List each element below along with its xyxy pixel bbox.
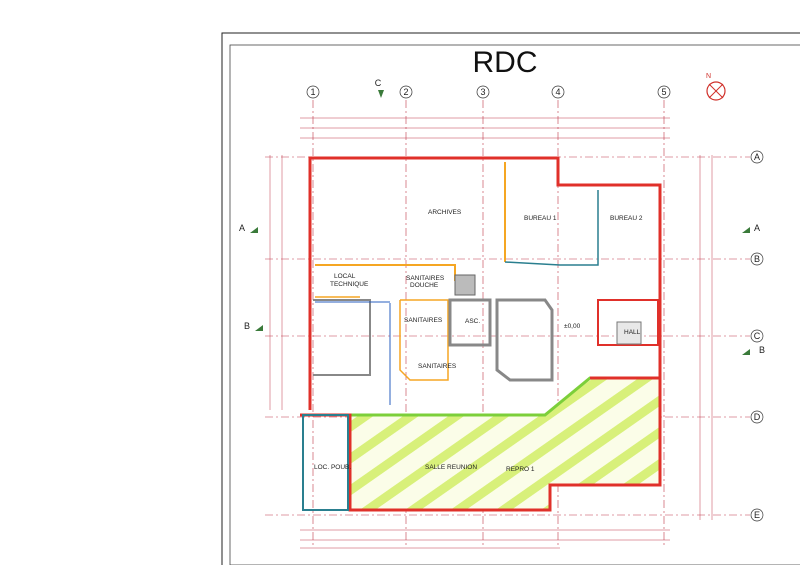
- svg-text:C: C: [754, 331, 761, 341]
- svg-text:DOUCHE: DOUCHE: [410, 282, 439, 289]
- svg-text:A: A: [754, 223, 760, 233]
- grid-column-3: 3: [476, 85, 490, 99]
- svg-text:B: B: [754, 254, 760, 264]
- svg-text:C: C: [375, 78, 382, 88]
- grid-row-c: C: [750, 329, 764, 343]
- grid-column-markers: 1 2 3 4 5: [306, 85, 671, 99]
- north-label: N: [706, 73, 711, 80]
- svg-text:3: 3: [480, 87, 485, 97]
- grid-row-b: B: [750, 252, 764, 266]
- sheet-frame-inner: [229, 44, 800, 565]
- room-archives: ARCHIVES: [428, 209, 462, 216]
- section-marks: A A B B C: [239, 78, 765, 355]
- svg-text:2: 2: [403, 87, 408, 97]
- svg-text:1: 1: [310, 87, 315, 97]
- room-bureau-1: BUREAU 1: [524, 215, 557, 222]
- svg-text:TECHNIQUE: TECHNIQUE: [330, 281, 369, 288]
- room-hall: HALL: [624, 329, 641, 336]
- room-local-poubelles: LOC. POUB.: [314, 464, 351, 471]
- room-asc: ASC.: [465, 318, 480, 325]
- room-repro-1: REPRO 1: [506, 466, 535, 473]
- svg-text:B: B: [759, 345, 765, 355]
- room-sanitaires-femmes: SANITAIRES: [418, 363, 457, 370]
- room-sanitaires-douche: SANITAIRES: [406, 275, 445, 282]
- room-sanitaires-hommes: SANITAIRES: [404, 317, 443, 324]
- svg-text:D: D: [754, 412, 761, 422]
- svg-text:B: B: [244, 321, 250, 331]
- grid-row-d: D: [750, 410, 764, 424]
- sheet-frame-outer: [221, 32, 800, 565]
- grid-column-4: 4: [551, 85, 565, 99]
- grid-row-a: A: [750, 150, 764, 164]
- svg-text:4: 4: [555, 87, 560, 97]
- room-local-technique: LOCAL: [334, 273, 356, 280]
- room-salle-reunion: SALLE REUNION: [425, 464, 477, 471]
- north-arrow-icon: N: [706, 73, 726, 101]
- hatched-zone: [348, 376, 662, 512]
- grid-row-e: E: [750, 508, 764, 522]
- svg-text:E: E: [754, 510, 760, 520]
- level-mark: ±0,00: [564, 323, 581, 330]
- grid-column-1: 1: [306, 85, 320, 99]
- dimension-lines: [269, 117, 713, 549]
- plan-title: RDC: [473, 46, 538, 79]
- grid-row-markers: A B C D E: [750, 150, 764, 522]
- walls: [300, 156, 662, 512]
- svg-text:A: A: [754, 152, 760, 162]
- svg-text:5: 5: [661, 87, 666, 97]
- grid-column-2: 2: [399, 85, 413, 99]
- svg-text:A: A: [239, 223, 245, 233]
- room-bureau-2: BUREAU 2: [610, 215, 643, 222]
- grid-column-5: 5: [657, 85, 671, 99]
- room-labels: ARCHIVES BUREAU 1 BUREAU 2 LOCAL TECHNIQ…: [314, 209, 643, 473]
